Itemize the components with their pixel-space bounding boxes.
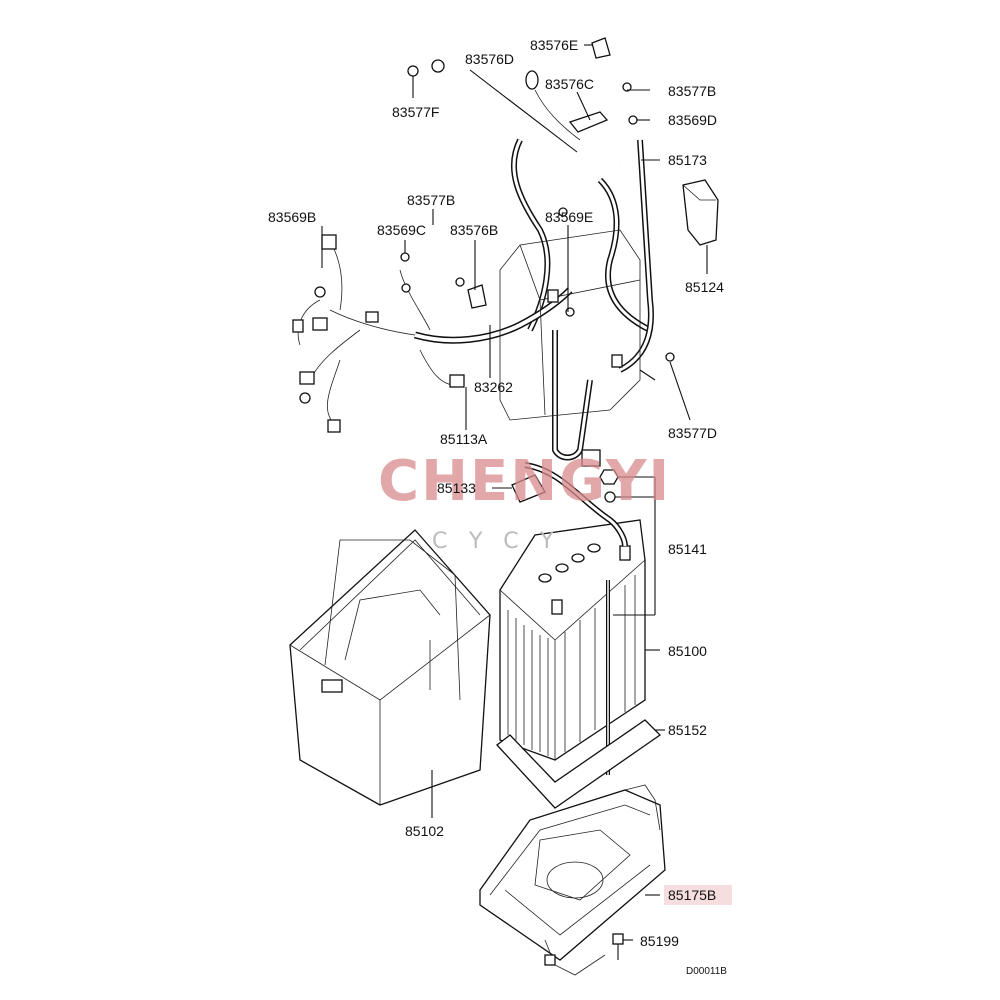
battery-pad (496, 719, 662, 809)
label-83569B[interactable]: 83569B (268, 209, 316, 225)
label-85199[interactable]: 85199 (640, 933, 679, 949)
part-labels: 83576E 83576D 83576C 83577B 83569D 85173… (268, 37, 727, 977)
label-83577B-mid[interactable]: 83577B (407, 192, 455, 208)
label-83576E[interactable]: 83576E (530, 37, 578, 53)
label-85175B[interactable]: 85175B (668, 887, 716, 903)
wire-harness (292, 37, 719, 461)
label-83577F[interactable]: 83577F (392, 104, 439, 120)
diagram-code: D00011B (686, 966, 727, 977)
label-85102[interactable]: 85102 (405, 823, 444, 839)
leader-lines (321, 44, 708, 941)
watermark: CHENGYI CYCY (378, 449, 671, 554)
label-85152[interactable]: 85152 (668, 722, 707, 738)
battery (499, 449, 646, 775)
battery-upper-ghost (499, 229, 641, 421)
label-83569D[interactable]: 83569D (668, 112, 717, 128)
label-83262[interactable]: 83262 (474, 379, 513, 395)
label-83577B-top[interactable]: 83577B (668, 83, 716, 99)
highlight-85175B (664, 885, 732, 905)
label-83569E[interactable]: 83569E (545, 209, 593, 225)
label-85113A[interactable]: 85113A (440, 431, 488, 447)
label-85100[interactable]: 85100 (668, 643, 707, 659)
label-83577D[interactable]: 83577D (668, 425, 717, 441)
label-85173[interactable]: 85173 (668, 152, 707, 168)
label-83576D[interactable]: 83576D (465, 51, 514, 67)
battery-tray (479, 784, 666, 976)
label-85141[interactable]: 85141 (668, 541, 707, 557)
watermark-sub: CYCY (432, 529, 576, 554)
label-83569C[interactable]: 83569C (377, 222, 426, 238)
label-83576C[interactable]: 83576C (545, 76, 594, 92)
label-85124[interactable]: 85124 (685, 279, 724, 295)
battery-box (289, 529, 491, 806)
watermark-brand: CHENGYI (378, 449, 671, 514)
label-85133[interactable]: 85133 (437, 480, 476, 496)
label-83576B[interactable]: 83576B (450, 222, 498, 238)
